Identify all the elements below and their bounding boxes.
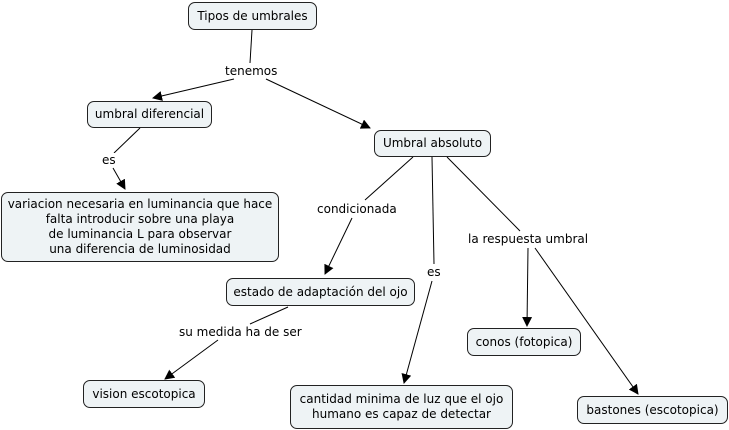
concept-tipos-de-umbrales[interactable]: Tipos de umbrales <box>188 2 317 30</box>
link-arrow <box>265 78 371 129</box>
link-arrow <box>164 339 219 380</box>
concept-bastones[interactable]: bastones (escotopica) <box>577 396 728 424</box>
link-label-respuesta-umbral[interactable]: la respuesta umbral <box>467 232 590 246</box>
concept-cantidad-minima[interactable]: cantidad minima de luz que el ojo humano… <box>290 385 513 429</box>
link-line <box>446 156 521 232</box>
link-arrow <box>534 247 639 395</box>
link-line <box>249 29 253 64</box>
link-label-es[interactable]: es <box>426 265 442 279</box>
link-arrow <box>324 217 353 275</box>
link-label-es[interactable]: es <box>101 153 117 167</box>
concept-conos[interactable]: conos (fotopica) <box>467 328 581 356</box>
link-line <box>113 127 141 154</box>
link-line <box>364 156 414 201</box>
concept-variacion[interactable]: variacion necesaria en luminancia que ha… <box>1 192 279 262</box>
link-line <box>431 156 435 265</box>
link-label-tenemos[interactable]: tenemos <box>224 64 279 78</box>
concept-estado-adaptacion[interactable]: estado de adaptación del ojo <box>226 278 415 306</box>
link-arrow <box>401 280 433 384</box>
link-arrow <box>152 78 235 101</box>
link-arrow <box>112 167 126 190</box>
concept-umbral-diferencial[interactable]: umbral diferencial <box>87 101 212 128</box>
concept-vision-escotopica[interactable]: vision escotopica <box>83 380 205 408</box>
link-label-su-medida[interactable]: su medida ha de ser <box>178 325 303 339</box>
concept-umbral-absoluto[interactable]: Umbral absoluto <box>374 130 491 157</box>
link-arrow <box>522 247 533 327</box>
link-label-condicionada[interactable]: condicionada <box>316 202 398 216</box>
link-line <box>249 306 289 325</box>
